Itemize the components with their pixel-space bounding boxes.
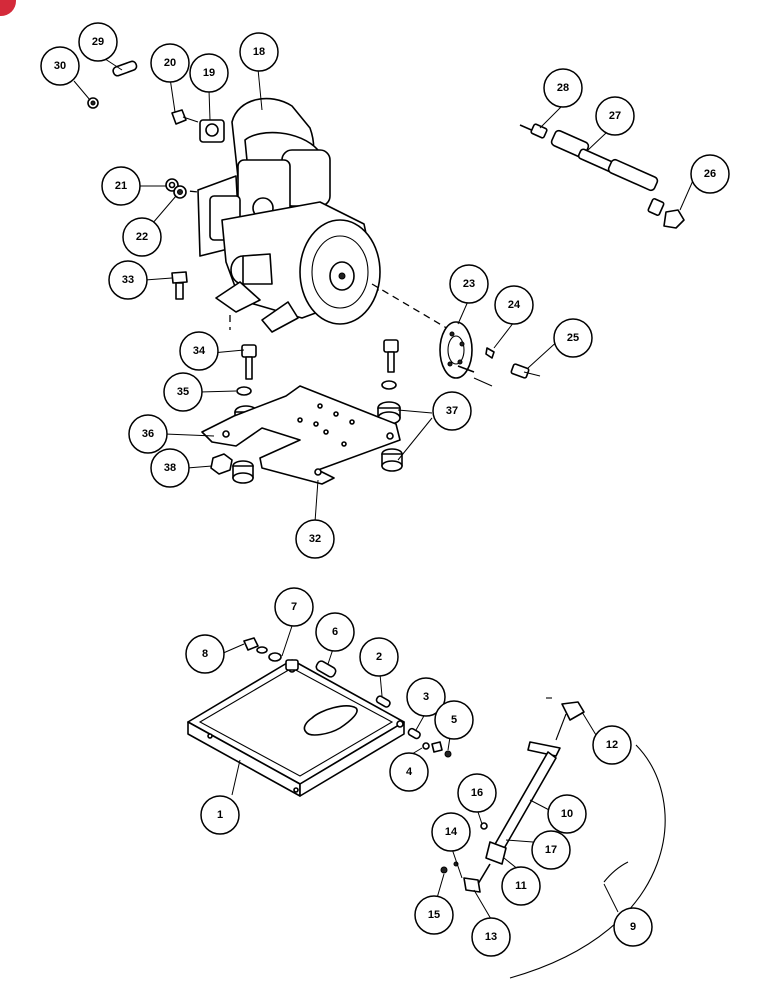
base-plate — [201, 385, 401, 485]
callout-label-6: 6 — [332, 626, 338, 638]
callout-label-16: 16 — [471, 787, 483, 799]
callout-23: 23 — [449, 264, 489, 304]
callout-7: 7 — [274, 587, 314, 627]
callout-20: 20 — [150, 43, 190, 83]
callout-label-36: 36 — [142, 428, 154, 440]
callout-29: 29 — [78, 22, 118, 62]
callout-2: 2 — [359, 637, 399, 677]
callout-33: 33 — [108, 260, 148, 300]
callout-18: 18 — [239, 32, 279, 72]
callout-27: 27 — [595, 96, 635, 136]
callout-label-1: 1 — [217, 809, 223, 821]
callout-label-2: 2 — [376, 651, 382, 663]
callout-label-38: 38 — [164, 462, 176, 474]
callout-label-37: 37 — [446, 405, 458, 417]
callout-label-30: 30 — [54, 60, 66, 72]
bolt-37-top — [383, 339, 399, 373]
callout-25: 25 — [553, 318, 593, 358]
callout-label-20: 20 — [164, 57, 176, 69]
callout-label-17: 17 — [545, 844, 557, 856]
callout-14: 14 — [431, 812, 471, 852]
callout-label-29: 29 — [92, 36, 104, 48]
callout-label-28: 28 — [557, 82, 569, 94]
bolt-33 — [171, 271, 188, 300]
callout-label-18: 18 — [253, 46, 265, 58]
callout-28: 28 — [543, 68, 583, 108]
callout-36: 36 — [128, 414, 168, 454]
callout-11: 11 — [501, 866, 541, 906]
callout-1: 1 — [200, 795, 240, 835]
callout-label-8: 8 — [202, 648, 208, 660]
callout-16: 16 — [457, 773, 497, 813]
callout-label-22: 22 — [136, 231, 148, 243]
nut-30 — [87, 97, 99, 109]
callout-12: 12 — [592, 725, 632, 765]
callout-label-5: 5 — [451, 714, 457, 726]
callout-label-9: 9 — [630, 921, 636, 933]
callout-34: 34 — [179, 331, 219, 371]
callout-24: 24 — [494, 285, 534, 325]
nut-22 — [173, 185, 187, 199]
callout-label-12: 12 — [606, 739, 618, 751]
callout-label-21: 21 — [115, 180, 127, 192]
bolt-34 — [241, 344, 257, 380]
callout-label-26: 26 — [704, 168, 716, 180]
callout-label-19: 19 — [203, 67, 215, 79]
callout-label-4: 4 — [406, 766, 413, 778]
callout-35: 35 — [163, 372, 203, 412]
callout-label-33: 33 — [122, 274, 134, 286]
linkage — [440, 697, 666, 979]
pin-29 — [112, 60, 138, 77]
callout-8: 8 — [185, 634, 225, 674]
callout-3: 3 — [406, 677, 446, 717]
callout-label-15: 15 — [428, 909, 440, 921]
callout-19: 19 — [189, 53, 229, 93]
tray-hardware — [243, 637, 452, 758]
callout-22: 22 — [122, 217, 162, 257]
callout-label-25: 25 — [567, 332, 579, 344]
tray — [187, 659, 405, 797]
callout-label-7: 7 — [291, 601, 297, 613]
callout-32: 32 — [295, 519, 335, 559]
shaft-assembly — [519, 123, 685, 229]
callout-21: 21 — [101, 166, 141, 206]
callout-37: 37 — [432, 391, 472, 431]
callout-4: 4 — [389, 752, 429, 792]
callout-label-24: 24 — [508, 299, 521, 311]
callout-label-13: 13 — [485, 931, 497, 943]
engine — [197, 97, 381, 333]
callout-label-27: 27 — [609, 110, 621, 122]
callout-38: 38 — [150, 448, 190, 488]
callout-15: 15 — [414, 895, 454, 935]
callout-label-35: 35 — [177, 386, 189, 398]
callout-9: 9 — [613, 907, 653, 947]
callout-label-34: 34 — [193, 345, 206, 357]
callout-30: 30 — [40, 46, 80, 86]
callout-label-3: 3 — [423, 691, 429, 703]
callout-label-32: 32 — [309, 533, 321, 545]
coupling-flange — [439, 321, 541, 387]
callout-label-14: 14 — [445, 826, 458, 838]
callout-10: 10 — [547, 794, 587, 834]
callout-label-11: 11 — [515, 880, 527, 892]
callout-label-10: 10 — [561, 808, 573, 820]
callout-13: 13 — [471, 917, 511, 957]
callout-26: 26 — [690, 154, 730, 194]
leader-lines — [73, 54, 696, 920]
bolt-20 — [171, 109, 199, 125]
callout-5: 5 — [434, 700, 474, 740]
callout-6: 6 — [315, 612, 355, 652]
callout-17: 17 — [531, 830, 571, 870]
callout-label-23: 23 — [463, 278, 475, 290]
